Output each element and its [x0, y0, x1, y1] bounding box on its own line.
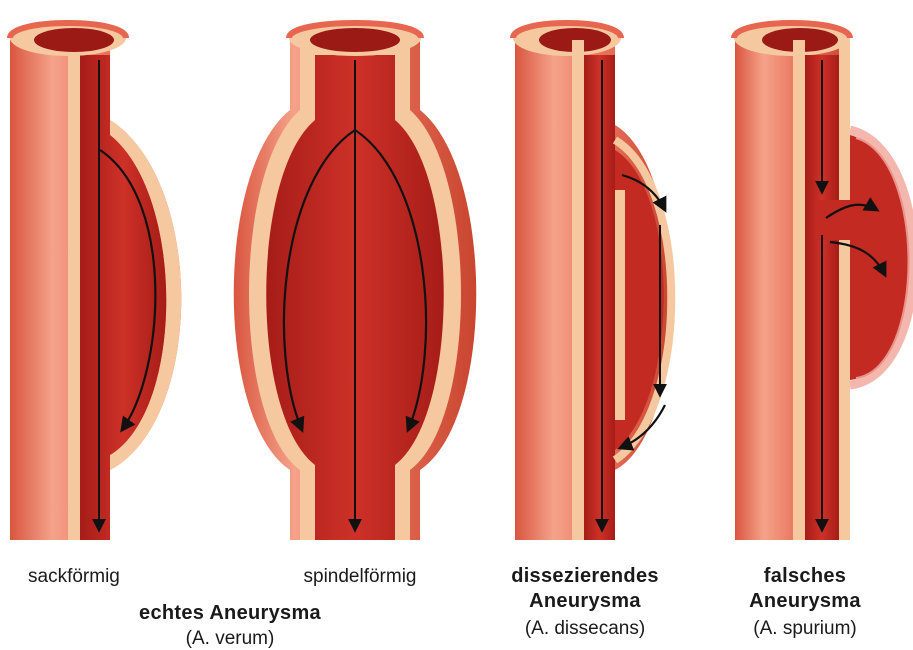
label-dissecting-2: Aneurysma	[495, 590, 675, 613]
label-fusiform: spindelförmig	[285, 565, 435, 588]
vessel-false	[734, 20, 913, 540]
label-false-1: falsches	[735, 565, 875, 588]
vessel-fusiform	[234, 20, 477, 540]
label-false-2: Aneurysma	[735, 590, 875, 613]
aneurysm-diagram	[0, 0, 913, 540]
label-saccular: sackförmig	[28, 565, 168, 588]
vessel-saccular	[10, 20, 181, 540]
label-true-aneurysm: echtes Aneurysma	[110, 602, 350, 625]
vessel-dissecting	[513, 20, 671, 540]
label-false-latin: (A. spurium)	[735, 617, 875, 640]
label-true-aneurysm-latin: (A. verum)	[110, 627, 350, 650]
label-dissecting-latin: (A. dissecans)	[495, 617, 675, 640]
label-dissecting-1: dissezierendes	[495, 565, 675, 588]
